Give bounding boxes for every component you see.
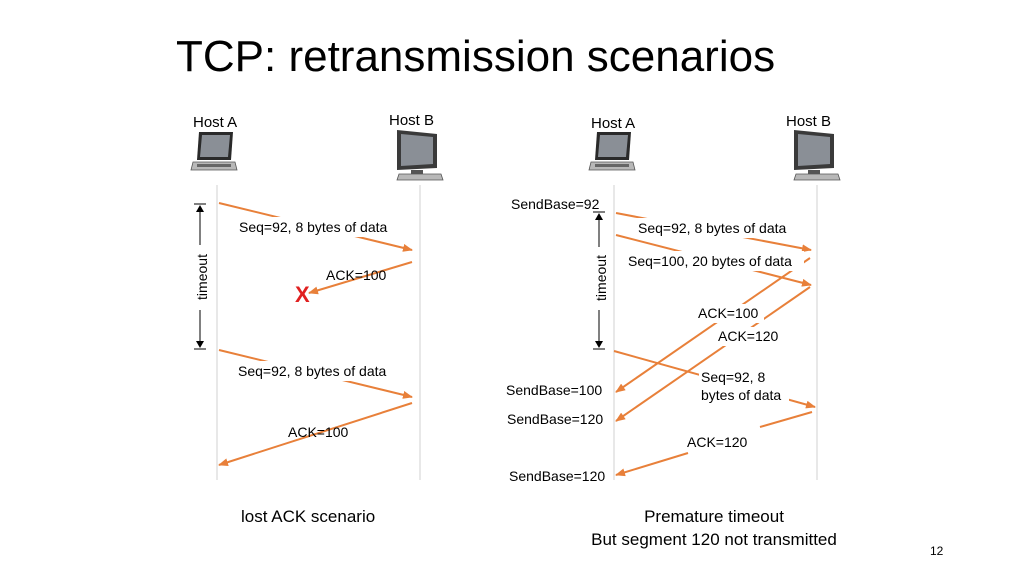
left-timeout-bracket: timeout <box>194 203 210 350</box>
right-ack3-label: ACK=120 <box>687 434 748 450</box>
right-sendbase-120-a: SendBase=120 <box>507 411 603 427</box>
host-b-computer-icon <box>396 130 444 181</box>
right-sendbase-120-b: SendBase=120 <box>509 468 605 484</box>
left-seg2-label: Seq=92, 8 bytes of data <box>238 363 386 379</box>
premature-timeout-diagram: Host A Host B timeout SendBase=92 Seq=92… <box>506 113 841 549</box>
right-ack2-label: ACK=120 <box>718 328 779 344</box>
right-ack3-arrow <box>615 452 689 477</box>
left-seg1-label: Seq=92, 8 bytes of data <box>239 219 387 235</box>
right-seg3-label-line1: Seq=92, 8 <box>701 369 765 385</box>
right-seg1-label: Seq=92, 8 bytes of data <box>638 220 786 236</box>
right-seg3-label-line2: bytes of data <box>701 387 781 403</box>
right-timeout-label: timeout <box>593 255 609 301</box>
right-timeout-bracket: timeout <box>593 211 609 350</box>
page-title: TCP: retransmission scenarios <box>176 32 776 81</box>
right-host-b-computer-icon <box>793 130 841 181</box>
right-ack1-label: ACK=100 <box>698 305 759 321</box>
left-caption: lost ACK scenario <box>241 507 375 526</box>
right-host-a-label: Host A <box>591 115 635 132</box>
page-number: 12 <box>930 544 944 558</box>
right-sendbase-100: SendBase=100 <box>506 382 602 398</box>
left-host-a-label: Host A <box>193 114 237 131</box>
left-ack2-label: ACK=100 <box>288 424 349 440</box>
right-seg2-label: Seq=100, 20 bytes of data <box>628 253 792 269</box>
left-ack1-arrow <box>308 261 413 295</box>
left-host-b-label: Host B <box>389 112 434 129</box>
left-ack1-label: ACK=100 <box>326 267 387 283</box>
left-timeout-label: timeout <box>194 254 210 300</box>
loss-x-icon: X <box>295 282 310 307</box>
right-caption-line1: Premature timeout <box>644 507 784 526</box>
right-ack3-arrow-start <box>759 411 813 428</box>
right-ack1-arrow <box>615 257 811 393</box>
right-ack2-arrow <box>615 286 811 422</box>
right-sendbase-92: SendBase=92 <box>511 196 600 212</box>
lost-ack-diagram: Host A Host B timeout Seq=92, 8 bytes of… <box>190 112 444 526</box>
right-host-a-computer-icon <box>588 132 636 171</box>
left-ack2-arrow <box>218 402 413 467</box>
right-host-b-label: Host B <box>786 113 831 130</box>
host-a-computer-icon <box>190 132 238 171</box>
right-caption-line2: But segment 120 not transmitted <box>591 530 837 549</box>
